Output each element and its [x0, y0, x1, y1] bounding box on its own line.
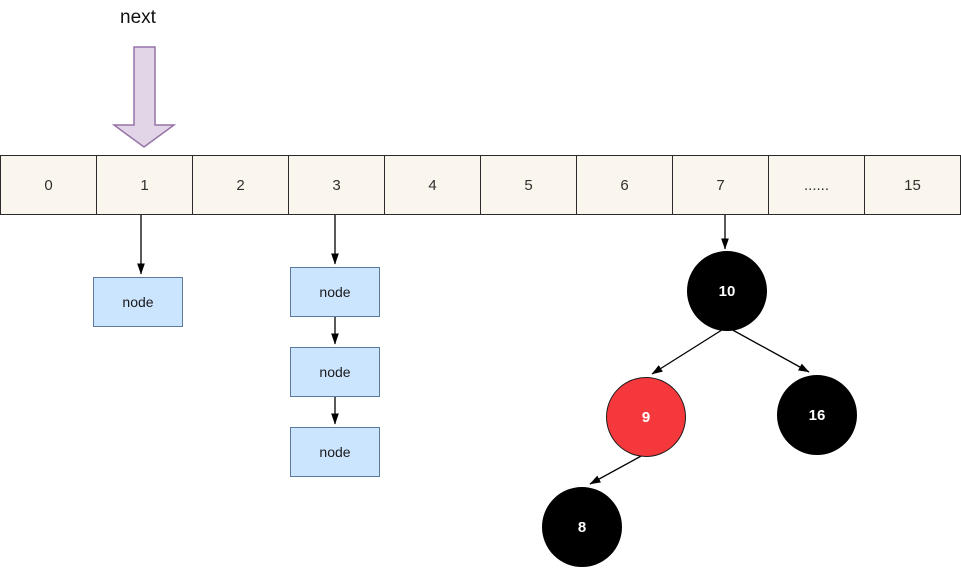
list-node-bucket3-0: node: [290, 267, 380, 317]
array-cell-2: 2: [193, 156, 289, 214]
array-cell-1: 1: [97, 156, 193, 214]
tree-node-16-black: 16: [777, 375, 857, 455]
tree-node-8-black: 8: [542, 487, 622, 567]
array-cell-ellipsis: ......: [769, 156, 865, 214]
next-block-arrow-icon: [111, 46, 177, 148]
list-node-bucket3-2: node: [290, 427, 380, 477]
list-node-bucket3-1: node: [290, 347, 380, 397]
array-cell-6: 6: [577, 156, 673, 214]
array-cell-0: 0: [1, 156, 97, 214]
array-cell-4: 4: [385, 156, 481, 214]
edge-10-to-16: [728, 327, 810, 373]
array-cell-15: 15: [865, 156, 960, 214]
tree-node-9-red: 9: [606, 377, 686, 457]
array-cell-3: 3: [289, 156, 385, 214]
array-cell-5: 5: [481, 156, 577, 214]
array-cell-7: 7: [673, 156, 769, 214]
list-node-bucket1-0: node: [93, 277, 183, 327]
edge-10-to-9: [651, 327, 726, 375]
next-pointer-label: next: [120, 7, 156, 28]
tree-node-10-black: 10: [687, 251, 767, 331]
hash-bucket-array: 0 1 2 3 4 5 6 7 ...... 15: [0, 155, 961, 215]
edge-9-to-8: [589, 454, 644, 485]
